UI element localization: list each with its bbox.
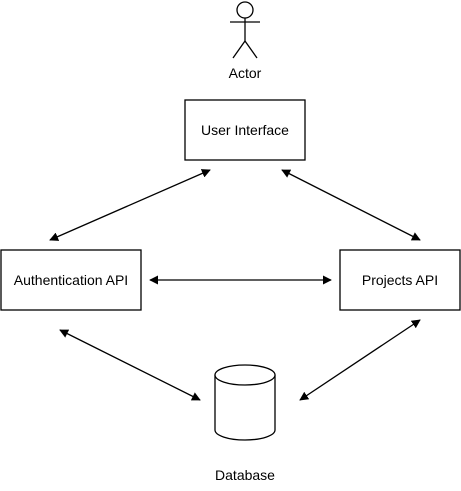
edge-auth-database: [59, 329, 201, 401]
user-interface-label: User Interface: [201, 122, 289, 138]
edge-ui-projects: [281, 169, 421, 241]
authentication-api-label: Authentication API: [14, 272, 128, 288]
database-icon: [214, 364, 276, 441]
database-label: Database: [215, 467, 275, 483]
projects-api-label: Projects API: [362, 272, 438, 288]
authentication-api-node: Authentication API: [0, 249, 142, 311]
edge-ui-auth: [49, 169, 211, 241]
actor-icon: [230, 1, 260, 59]
user-interface-node: User Interface: [184, 99, 306, 161]
actor-label: Actor: [229, 65, 262, 81]
projects-api-node: Projects API: [339, 249, 461, 311]
edge-projects-database: [299, 319, 421, 401]
